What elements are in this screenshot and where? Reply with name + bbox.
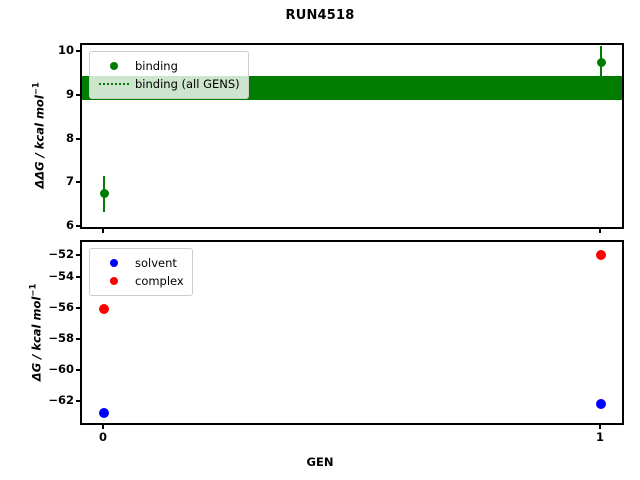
binding-point-gen0 (99, 189, 109, 198)
bottom-ytick-mark-m62 (76, 400, 80, 402)
bottom-panel-plot-area: solvent complex (82, 242, 622, 423)
bottom-panel-axes: solvent complex (80, 240, 624, 425)
legend-item-binding[interactable]: binding (97, 57, 240, 75)
bottom-ytick-label-m60: −60 (48, 362, 74, 376)
bottom-ytick-mark-m54 (76, 276, 80, 278)
top-ytick-mark-7 (76, 181, 80, 183)
legend-label-binding-all-gens: binding (all GENS) (135, 77, 240, 91)
legend-item-binding-all-gens[interactable]: binding (all GENS) (97, 75, 240, 93)
bottom-ytick-mark-m52 (76, 254, 80, 256)
bottom-ytick-label-m54: −54 (48, 269, 74, 283)
top-ytick-mark-9 (76, 94, 80, 96)
top-xtick-mark-0 (102, 229, 104, 233)
dotted-line-icon (97, 83, 131, 85)
top-ytick-label-9: 9 (65, 87, 74, 101)
bottom-ytick-mark-m58 (76, 338, 80, 340)
bottom-panel-legend[interactable]: solvent complex (89, 248, 193, 296)
top-panel-legend[interactable]: binding binding (all GENS) (89, 51, 249, 99)
xaxis-label: GEN (306, 455, 334, 469)
top-panel-axes: binding binding (all GENS) (80, 43, 624, 229)
top-ytick-label-7: 7 (65, 174, 74, 188)
complex-point-gen1 (596, 250, 606, 260)
bottom-xtick-mark-1 (599, 425, 601, 429)
solvent-point-gen0 (99, 408, 109, 418)
figure-title: RUN4518 (285, 8, 355, 23)
bottom-ytick-label-m56: −56 (48, 300, 74, 314)
legend-item-complex[interactable]: complex (97, 272, 184, 290)
complex-marker-icon (97, 277, 131, 285)
bottom-ytick-label-m62: −62 (48, 393, 74, 407)
top-ytick-label-8: 8 (65, 131, 74, 145)
legend-label-complex: complex (135, 274, 184, 288)
bottom-xtick-label-1: 1 (595, 430, 604, 444)
bottom-ytick-label-m52: −52 (48, 247, 74, 261)
solvent-point-gen1 (596, 399, 606, 409)
top-panel-plot-area: binding binding (all GENS) (82, 45, 622, 227)
binding-point-gen1 (596, 58, 606, 67)
legend-label-solvent: solvent (135, 256, 177, 270)
binding-marker-icon (97, 62, 131, 70)
bottom-xtick-mark-0 (102, 425, 104, 429)
solvent-marker-icon (97, 259, 131, 267)
top-xtick-mark-1 (599, 229, 601, 233)
legend-item-solvent[interactable]: solvent (97, 254, 184, 272)
bottom-ytick-label-m58: −58 (48, 331, 74, 345)
bottom-xtick-label-0: 0 (98, 430, 107, 444)
complex-point-gen0 (99, 304, 109, 314)
top-ytick-mark-6 (76, 225, 80, 227)
bottom-ylabel-superscript: −1 (28, 283, 39, 297)
top-ytick-mark-10 (76, 50, 80, 52)
bottom-ytick-mark-m60 (76, 369, 80, 371)
top-ytick-label-10: 10 (57, 43, 74, 57)
top-ytick-label-6: 6 (65, 218, 74, 232)
top-ytick-mark-8 (76, 138, 80, 140)
bottom-ytick-mark-m56 (76, 307, 80, 309)
legend-label-binding: binding (135, 59, 178, 73)
